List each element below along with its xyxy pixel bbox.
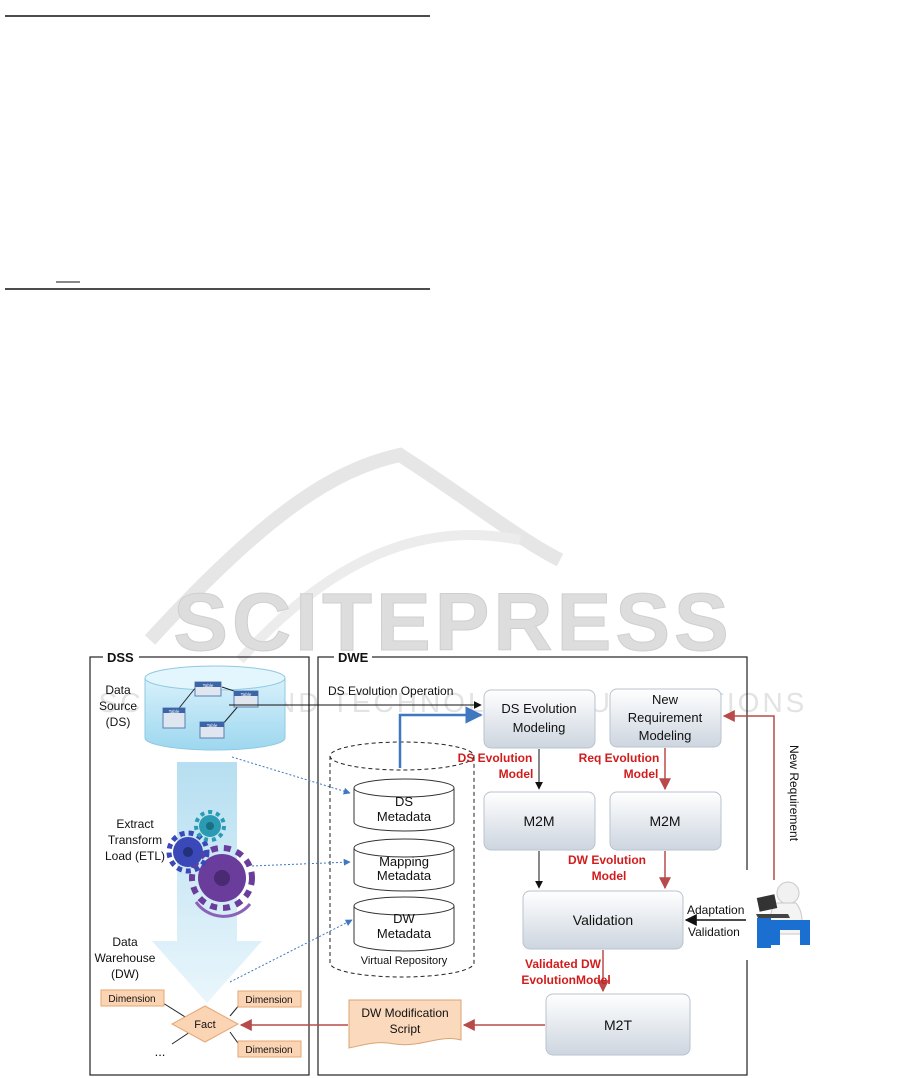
etl-label-3: Load (ETL) — [105, 849, 165, 863]
validated-dw-label-2: EvolutionModel — [521, 973, 610, 987]
fact-diamond — [170, 1005, 240, 1043]
svg-text:Metadata: Metadata — [377, 926, 432, 941]
etl-to-mapping-link — [251, 858, 351, 867]
dw-metadata-cylinder: DW Metadata — [353, 896, 455, 952]
metadata-to-modeling-arrow — [398, 706, 483, 768]
svg-text:Dimension: Dimension — [245, 995, 292, 1006]
dw-modification-script: DW Modification Script — [348, 999, 462, 1049]
m2m-ds-box: M2M — [483, 791, 596, 851]
m2t-box: M2T — [545, 993, 691, 1056]
dw-label-1: Data — [112, 935, 138, 949]
svg-text:Dimension: Dimension — [245, 1045, 292, 1056]
virtual-repository: Virtual Repository — [329, 741, 475, 978]
etl-label-2: Transform — [108, 833, 162, 847]
svg-text:Mapping: Mapping — [379, 854, 429, 869]
adaptation-label: Adaptation — [687, 903, 744, 917]
fact-label: Fact — [194, 1019, 215, 1031]
dwe-panel: DWE Virtual Repository DS Metadata Mappi… — [229, 650, 815, 1076]
ds-evolution-operation-label: DS Evolution Operation — [328, 684, 453, 698]
ds-evolution-model-label-2: Model — [499, 767, 534, 781]
validation-side-label: Validation — [688, 925, 740, 939]
dw-label-3: (DW) — [111, 967, 139, 981]
dimension-box: Dimension — [237, 1040, 302, 1058]
new-requirement-modeling-box: New Requirement Modeling — [609, 688, 722, 748]
dwe-title: DWE — [338, 650, 369, 665]
svg-text:New: New — [652, 692, 679, 707]
new-requirement-arrow — [722, 710, 775, 880]
ds-evolution-model-label-1: DS Evolution — [458, 751, 533, 765]
data-source-label-1: Data — [105, 683, 131, 697]
svg-text:DS Evolution: DS Evolution — [501, 701, 576, 716]
gears-icon — [166, 810, 255, 918]
svg-text:Metadata: Metadata — [377, 809, 432, 824]
dss-title: DSS — [107, 650, 134, 665]
dw-evolution-model-label-1: DW Evolution — [568, 853, 646, 867]
svg-text:Modeling: Modeling — [639, 728, 692, 743]
new-requirement-label: New Requirement — [787, 745, 801, 842]
req-evolution-model-label-2: Model — [624, 767, 659, 781]
ds-to-metadata-link — [231, 756, 351, 795]
svg-text:DS: DS — [395, 794, 413, 809]
watermark-word: SCITEPRESS — [173, 577, 732, 668]
svg-text:M2T: M2T — [604, 1017, 632, 1033]
dimension-box: Dimension — [237, 990, 302, 1008]
req-evolution-model-label-1: Req Evolution — [579, 751, 660, 765]
dss-panel: DSS Table Table Table Table Data Source … — [89, 650, 310, 1076]
svg-text:M2M: M2M — [523, 813, 554, 829]
svg-text:DW: DW — [393, 911, 415, 926]
svg-text:Dimension: Dimension — [108, 994, 155, 1005]
svg-text:Metadata: Metadata — [377, 868, 432, 883]
m2m-req-box: M2M — [609, 791, 722, 851]
svg-text:Requirement: Requirement — [628, 710, 703, 725]
validation-box: Validation — [522, 890, 684, 950]
mapping-metadata-cylinder: Mapping Metadata — [353, 838, 455, 892]
svg-text:Modeling: Modeling — [513, 720, 566, 735]
table-label: Table — [203, 683, 214, 688]
data-source-label-2: Source — [99, 699, 137, 713]
svg-text:Script: Script — [390, 1022, 421, 1036]
table-label: Table — [207, 723, 218, 728]
svg-text:DW Modification: DW Modification — [361, 1006, 448, 1020]
etl-label-1: Extract — [116, 817, 154, 831]
svg-text:Validation: Validation — [573, 912, 633, 928]
user-icon — [745, 870, 815, 960]
ds-metadata-cylinder: DS Metadata — [353, 778, 455, 832]
dw-label-2: Warehouse — [95, 951, 156, 965]
dw-to-metadata-link — [229, 919, 353, 983]
data-source-cylinder: Table Table Table Table — [144, 665, 286, 751]
ds-evolution-modeling-box: DS Evolution Modeling — [483, 689, 596, 749]
data-source-label-3: (DS) — [106, 715, 131, 729]
dimension-box: Dimension — [100, 989, 165, 1007]
table-label: Table — [169, 709, 180, 714]
dw-evolution-model-label-2: Model — [592, 869, 627, 883]
svg-text:M2M: M2M — [649, 813, 680, 829]
ellipsis-label: ... — [155, 1044, 166, 1059]
virtual-repository-label: Virtual Repository — [361, 955, 448, 967]
validated-dw-label-1: Validated DW — [525, 957, 602, 971]
table-label: Table — [241, 692, 252, 697]
